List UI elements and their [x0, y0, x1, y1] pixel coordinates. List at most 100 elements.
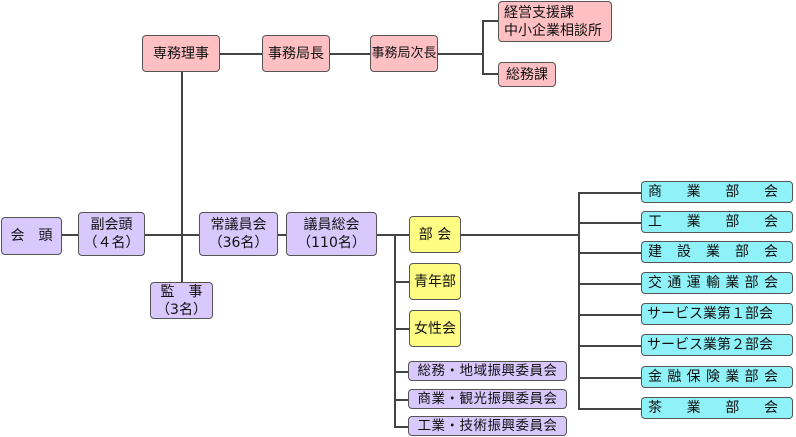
industry-group-label-char: 部 [725, 400, 740, 416]
industry-group-label-char: 会 [763, 369, 778, 385]
industry-group-label-char: 会 [763, 214, 778, 230]
giin-sokai-label: 議員総会 （110名） [297, 217, 366, 251]
connector-senmu-jimukyoku [220, 53, 262, 55]
connector-to-committee-1 [394, 371, 408, 373]
keiei-shien-label: 経営支援課 中小企業相談所 [504, 4, 602, 39]
industry-group-label-char: 輸 [705, 275, 720, 291]
connector-to-industry-group [578, 252, 641, 254]
connector-senmu-vertical [181, 72, 183, 282]
kaito-box[interactable]: 会 頭 [1, 217, 62, 255]
seinenbu-box[interactable]: 青年部 [409, 263, 461, 300]
committee-somu-chiiki[interactable]: 総務・地域振興委員会 [408, 361, 567, 381]
industry-group-box[interactable]: サービス業第２部会 [641, 334, 793, 356]
industry-group-label-char: 業 [725, 275, 740, 291]
industry-group-label-char: 業 [686, 214, 701, 230]
industry-group-label-char: サービス業第２部会 [647, 337, 773, 353]
committee-label: 総務・地域振興委員会 [417, 363, 558, 379]
jogiin-kai-box[interactable]: 常議員会 （36名） [199, 212, 278, 256]
industry-group-label-char: 業 [706, 244, 720, 260]
connector-to-keiei [482, 20, 498, 22]
industry-group-label-char: 会 [763, 275, 778, 291]
committee-kogyo-gijutsu[interactable]: 工業・技術振興委員会 [408, 416, 567, 436]
committee-label: 商業・観光振興委員会 [417, 391, 558, 407]
committee-shogyo-kanko[interactable]: 商業・観光振興委員会 [408, 389, 567, 409]
industry-group-label-char: 通 [667, 275, 682, 291]
connector-jimukyoku-jicho [330, 53, 370, 55]
connector-to-industry-group [578, 408, 641, 410]
industry-group-label-char: 部 [725, 184, 740, 200]
industry-group-label-char: 部 [735, 244, 749, 260]
fuku-kaito-box[interactable]: 副会頭 （４名） [78, 212, 145, 256]
joseikai-box[interactable]: 女性会 [409, 310, 461, 347]
bukai-label: 部 会 [418, 226, 452, 243]
industry-group-box[interactable]: 建設業部会 [641, 241, 793, 263]
connector-to-committee-3 [394, 426, 408, 428]
connector-to-somu [482, 73, 498, 75]
industry-group-box[interactable]: 茶業部会 [641, 397, 793, 419]
giin-sokai-box[interactable]: 議員総会 （110名） [286, 212, 377, 256]
industry-group-label-char: 建 [648, 244, 662, 260]
connector-to-joseikai [394, 328, 409, 330]
senmu-riji-label: 専務理事 [153, 45, 209, 62]
industry-group-label-char: 交 [648, 275, 662, 291]
connector-jicho-branch [438, 53, 482, 55]
connector-jicho-branch-vertical [482, 20, 484, 74]
connector-to-industry-group [578, 222, 641, 224]
industry-group-label-char: 商 [648, 184, 662, 200]
jogiin-kai-label: 常議員会 （36名） [208, 217, 269, 251]
senmu-riji-box[interactable]: 専務理事 [142, 35, 220, 72]
industry-group-label-char: 険 [705, 369, 720, 385]
jimukyoku-jicho-box[interactable]: 事務局次長 [370, 35, 438, 72]
connector-fukukaito-jogiin [145, 234, 199, 236]
connector-groups-spine [578, 192, 580, 408]
kanji-label: 監 事 （3名） [156, 283, 207, 318]
industry-group-label-char: 部 [725, 214, 740, 230]
industry-group-box[interactable]: 金融保険業部会 [641, 366, 793, 388]
industry-group-label-char: 会 [763, 400, 778, 416]
connector-to-industry-group [578, 345, 641, 347]
somu-ka-box[interactable]: 総務課 [498, 62, 556, 87]
industry-group-label-char: 部 [744, 275, 759, 291]
committee-label: 工業・技術振興委員会 [417, 418, 558, 434]
industry-group-box[interactable]: サービス業第１部会 [641, 303, 793, 325]
industry-group-label-char: 保 [686, 369, 701, 385]
keiei-shien-box[interactable]: 経営支援課 中小企業相談所 [498, 1, 612, 42]
joseikai-label: 女性会 [414, 320, 456, 337]
connector-to-industry-group [578, 314, 641, 316]
connector-to-industry-group [578, 283, 641, 285]
kaito-label: 会 頭 [10, 228, 53, 244]
bukai-box[interactable]: 部 会 [409, 216, 461, 253]
jimukyoku-jicho-label: 事務局次長 [371, 45, 437, 61]
industry-group-label-char: 茶 [648, 400, 662, 416]
industry-group-label-char: 運 [686, 275, 701, 291]
connector-to-industry-group [578, 192, 641, 194]
industry-group-label-char: 部 [744, 369, 759, 385]
connector-bukai-groups [461, 234, 578, 236]
industry-group-label-char: 会 [764, 244, 778, 260]
industry-group-label-char: 業 [686, 400, 701, 416]
connector-sections-spine [394, 234, 396, 427]
industry-group-label-char: 融 [667, 369, 682, 385]
industry-group-box[interactable]: 工業部会 [641, 211, 793, 233]
industry-group-label-char: 金 [648, 369, 662, 385]
somu-ka-label: 総務課 [506, 66, 548, 83]
industry-group-label-char: 設 [677, 244, 691, 260]
industry-group-label-char: 工 [648, 214, 662, 230]
industry-group-box[interactable]: 商業部会 [641, 181, 793, 203]
connector-to-industry-group [578, 377, 641, 379]
jimukyoku-cho-box[interactable]: 事務局長 [262, 35, 330, 72]
fuku-kaito-label: 副会頭 （４名） [83, 217, 140, 251]
jimukyoku-cho-label: 事務局長 [268, 45, 324, 62]
connector-jogiin-giin [278, 234, 286, 236]
industry-group-box[interactable]: 交通運輸業部会 [641, 272, 793, 294]
connector-to-committee-2 [394, 399, 408, 401]
industry-group-label-char: 業 [725, 369, 740, 385]
seinenbu-label: 青年部 [414, 273, 456, 290]
industry-group-label-char: 会 [763, 184, 778, 200]
connector-kaito-fukukaito [62, 234, 78, 236]
industry-group-label-char: サービス業第１部会 [647, 306, 773, 322]
industry-group-label-char: 業 [686, 184, 701, 200]
connector-giin-bukai [377, 234, 409, 236]
kanji-box[interactable]: 監 事 （3名） [150, 282, 213, 319]
connector-to-seinenbu [394, 281, 409, 283]
